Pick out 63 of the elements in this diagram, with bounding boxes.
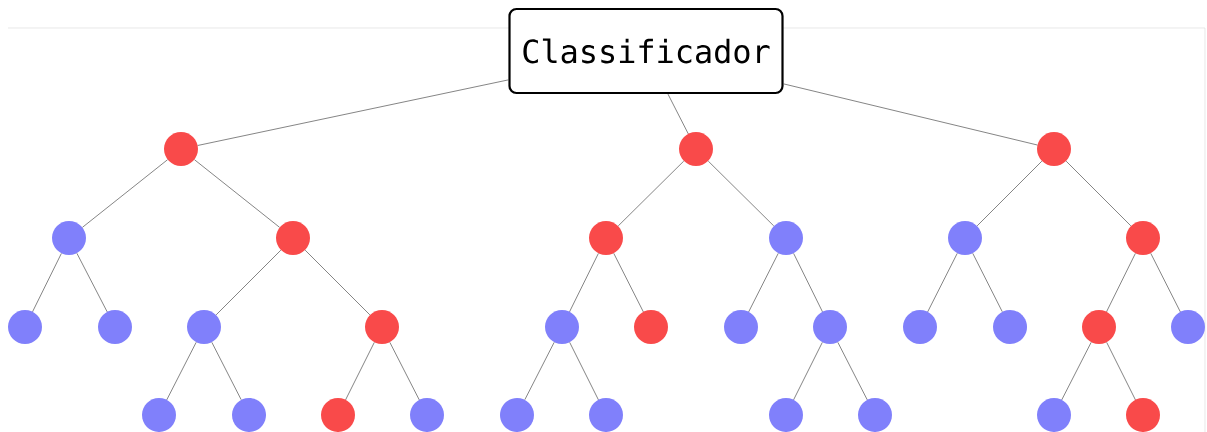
connector-line — [569, 342, 599, 400]
connector-line — [345, 342, 375, 400]
tree-node-circle — [589, 398, 623, 432]
connector-line — [389, 342, 420, 400]
connector-line — [524, 342, 555, 400]
connector-line — [617, 160, 685, 227]
tree-node-circle — [1126, 221, 1160, 255]
tree-node-circle — [993, 310, 1027, 344]
tree-node-circle — [679, 132, 713, 166]
tree-node-circle — [187, 310, 221, 344]
connector-line — [82, 159, 168, 228]
tree-node-circle — [1171, 310, 1205, 344]
connector-line — [194, 159, 280, 228]
connector-line — [748, 253, 779, 312]
tree-node-circle — [1037, 132, 1071, 166]
connector-line — [1150, 253, 1181, 312]
tree-node-circle — [1037, 398, 1071, 432]
tree-node-circle — [164, 132, 198, 166]
tree-node-circle — [98, 310, 132, 344]
connector-line — [569, 253, 599, 312]
tree-node-circle — [769, 398, 803, 432]
tree-node-circle — [410, 398, 444, 432]
connector-line — [613, 253, 644, 312]
connector-line — [837, 342, 868, 400]
tree-node-circle — [232, 398, 266, 432]
connector-line — [32, 253, 62, 312]
connector-line — [166, 342, 197, 400]
connector-line — [976, 160, 1043, 227]
tree-node-circle — [545, 310, 579, 344]
tree-node-circle — [500, 398, 534, 432]
tree-node-circle — [142, 398, 176, 432]
tree-node-circle — [1082, 310, 1116, 344]
connector-line — [1106, 253, 1136, 312]
connector-line — [1065, 160, 1132, 227]
connector-line — [793, 253, 823, 312]
tree-node-circle — [769, 221, 803, 255]
tree-node-circle — [948, 221, 982, 255]
tree-node-circle — [589, 221, 623, 255]
connector-line — [304, 249, 371, 316]
connector-line — [927, 253, 958, 312]
connector-line — [211, 342, 242, 400]
connector-line — [215, 249, 282, 316]
tree-node-circle — [321, 398, 355, 432]
connector-line — [76, 253, 108, 313]
connector-line — [1106, 342, 1136, 400]
tree-node-circle — [634, 310, 668, 344]
classifier-box: Classificador — [508, 7, 784, 95]
tree-node-circle — [365, 310, 399, 344]
connector-line — [707, 160, 775, 227]
tree-node-circle — [52, 221, 86, 255]
connector-line — [972, 253, 1003, 312]
tree-node-circle — [1126, 398, 1160, 432]
connector-line — [783, 83, 1038, 146]
tree-node-circle — [813, 310, 847, 344]
tree-node-circle — [276, 221, 310, 255]
connector-line — [793, 342, 823, 400]
connector-line — [667, 93, 689, 134]
tree-node-circle — [724, 310, 758, 344]
connector-line — [197, 79, 509, 146]
connector-line — [1061, 342, 1092, 400]
tree-node-circle — [858, 398, 892, 432]
tree-node-circle — [8, 310, 42, 344]
tree-node-circle — [903, 310, 937, 344]
